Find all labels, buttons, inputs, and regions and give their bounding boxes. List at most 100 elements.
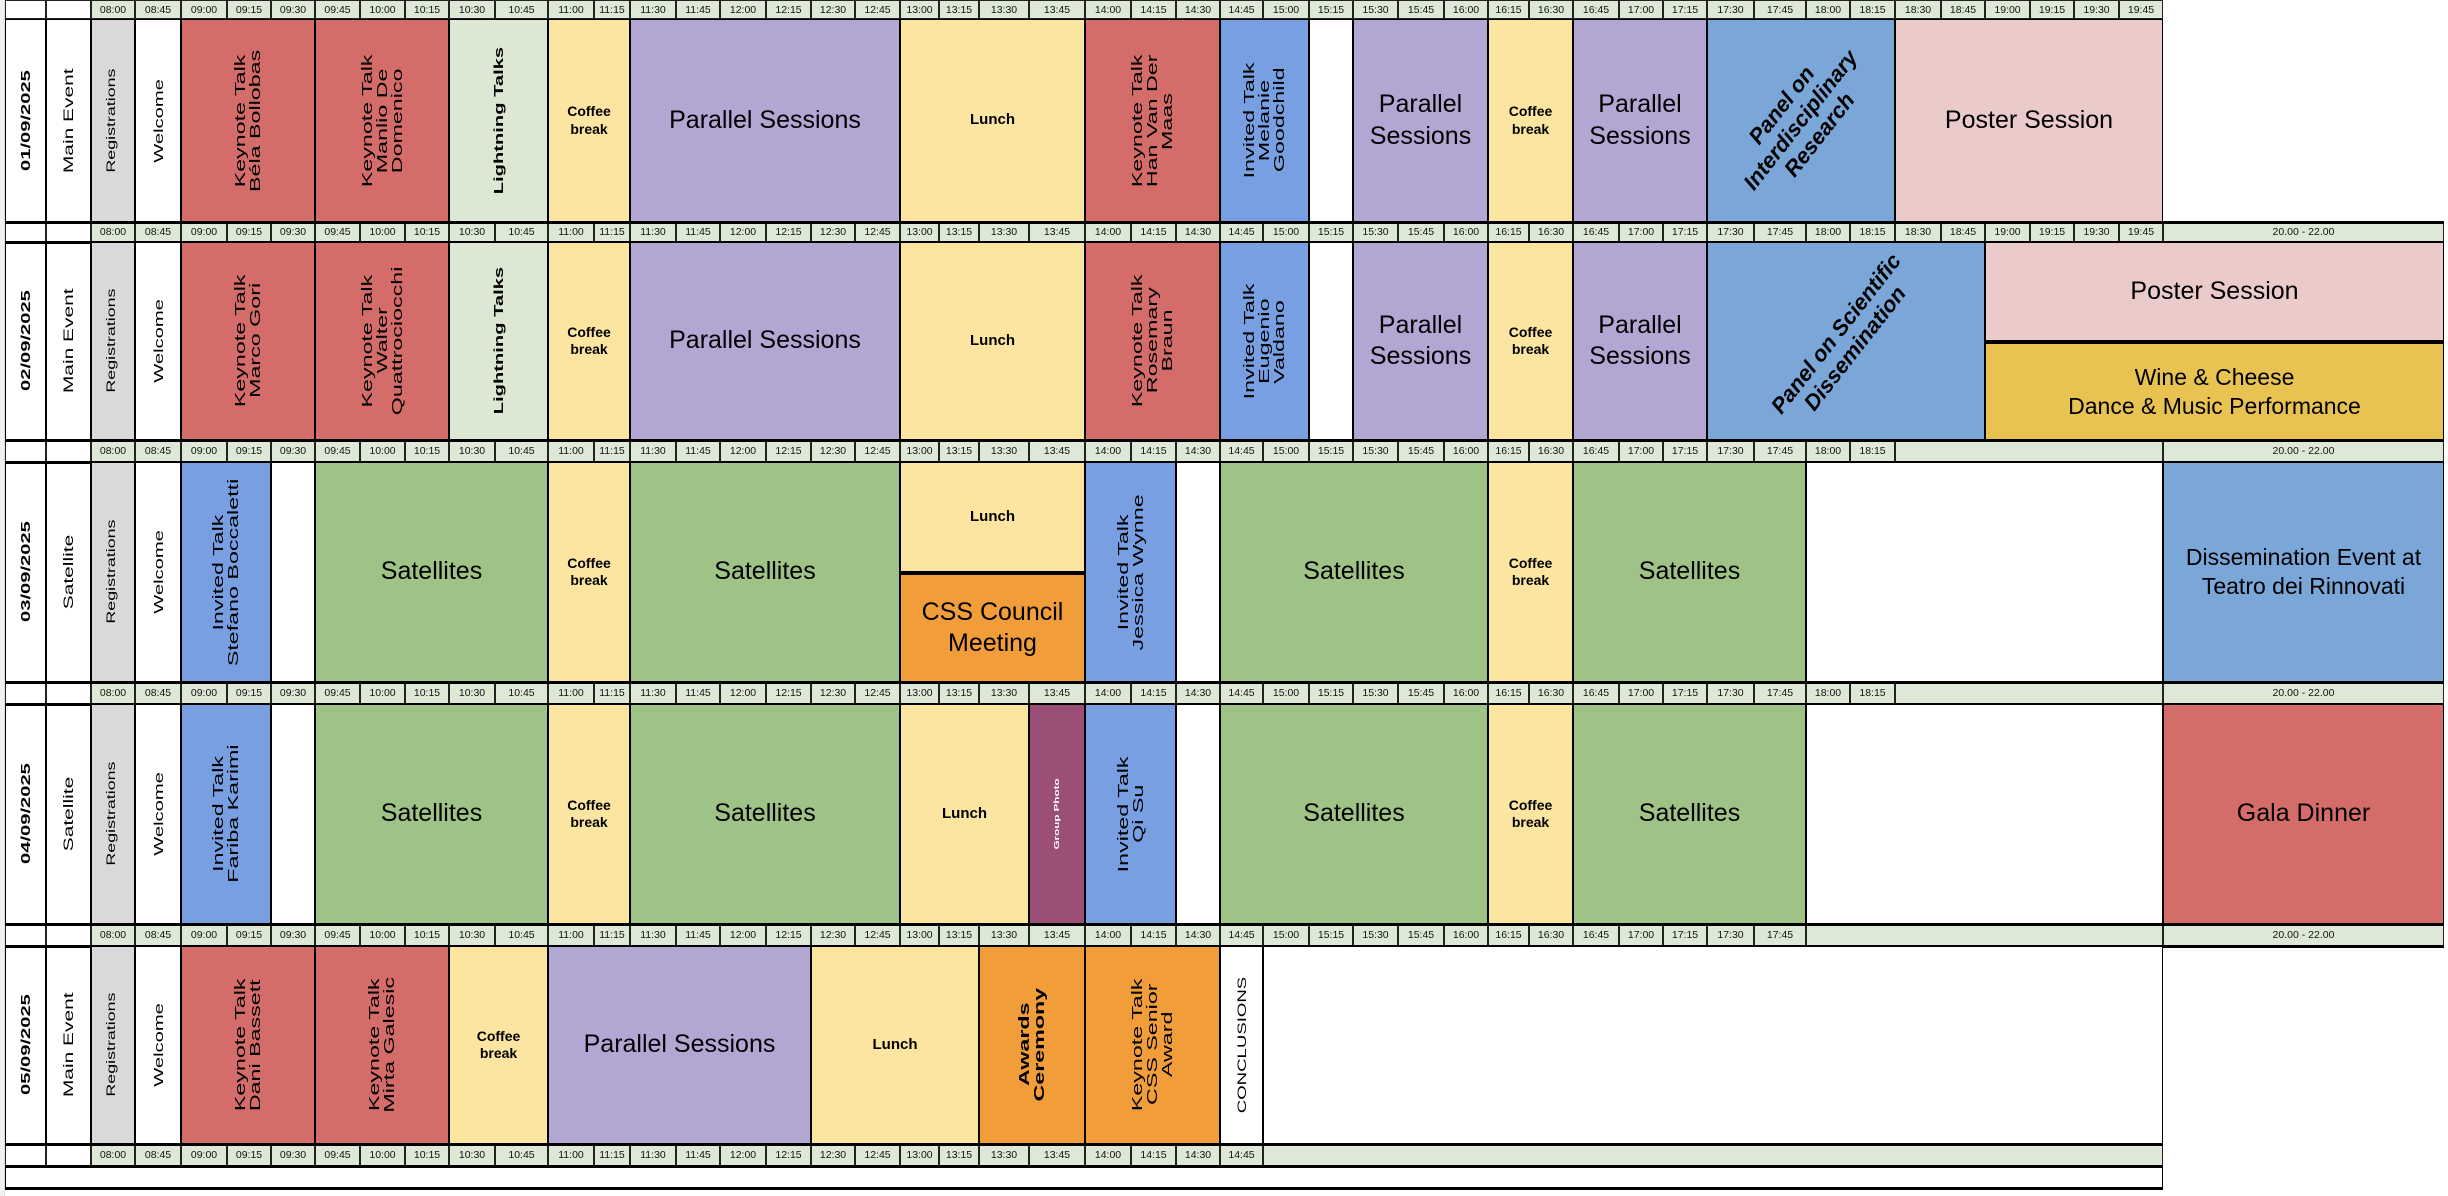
time-slot-header[interactable]: 14:30 <box>1176 222 1220 242</box>
time-slot-header[interactable]: 13:15 <box>939 1144 979 1166</box>
time-slot-header[interactable]: 10:45 <box>495 924 548 946</box>
evening-slot-header[interactable]: 20.00 - 22.00 <box>2163 924 2444 946</box>
time-slot-header-blank[interactable] <box>1895 440 2163 462</box>
time-slot-header[interactable]: 17:30 <box>1707 682 1754 704</box>
event-parallel[interactable]: Parallel Sessions <box>630 242 900 440</box>
time-slot-header[interactable]: 10:00 <box>360 1144 405 1166</box>
time-slot-header[interactable]: 14:15 <box>1131 924 1176 946</box>
time-slot-header[interactable]: 11:00 <box>548 440 594 462</box>
event-panel[interactable]: Panel on Scientific Dissemination <box>1707 242 1985 440</box>
time-slot-header[interactable]: 08:00 <box>91 924 135 946</box>
event-coffee[interactable]: Coffee break <box>1488 19 1573 222</box>
time-slot-header[interactable]: 16:30 <box>1529 682 1573 704</box>
time-slot-header[interactable]: 16:15 <box>1488 0 1529 19</box>
blank-footer-row[interactable] <box>5 1166 2163 1188</box>
time-slot-header[interactable]: 09:00 <box>181 682 227 704</box>
time-slot-header[interactable]: 13:45 <box>1029 0 1085 19</box>
event-dissemination[interactable]: Dissemination Event at Teatro dei Rinnov… <box>2163 462 2444 682</box>
time-slot-header[interactable]: 14:00 <box>1085 1144 1131 1166</box>
event-parallel[interactable]: Parallel Sessions <box>1353 19 1488 222</box>
time-slot-header[interactable]: 15:30 <box>1353 682 1398 704</box>
time-slot-header[interactable]: 18:15 <box>1850 222 1895 242</box>
time-slot-header[interactable]: 10:15 <box>405 1144 449 1166</box>
time-slot-header[interactable]: 14:15 <box>1131 1144 1176 1166</box>
evening-slot-header[interactable]: 20.00 - 22.00 <box>2163 682 2444 704</box>
time-slot-header[interactable]: 15:45 <box>1398 0 1444 19</box>
time-slot-header[interactable]: 13:30 <box>979 1144 1029 1166</box>
time-slot-header[interactable]: 16:30 <box>1529 222 1573 242</box>
time-slot-header[interactable]: 12:15 <box>766 440 811 462</box>
event-satellite[interactable]: Satellites <box>630 462 900 682</box>
time-slot-header[interactable]: 16:00 <box>1444 440 1488 462</box>
time-slot-header[interactable]: 09:15 <box>227 222 271 242</box>
event-empty[interactable] <box>1309 242 1353 440</box>
time-slot-header[interactable]: 09:45 <box>315 0 360 19</box>
time-slot-header[interactable]: 10:30 <box>449 924 495 946</box>
day-type-cell[interactable]: Satellite <box>46 704 91 924</box>
time-slot-header[interactable]: 18:15 <box>1850 440 1895 462</box>
time-slot-header[interactable]: 17:00 <box>1619 682 1663 704</box>
time-slot-header[interactable]: 11:30 <box>630 0 676 19</box>
time-slot-header[interactable]: 11:15 <box>594 924 630 946</box>
day-type-cell[interactable]: Satellite <box>46 462 91 682</box>
time-slot-header[interactable]: 11:15 <box>594 682 630 704</box>
time-slot-header[interactable]: 12:15 <box>766 924 811 946</box>
time-slot-header[interactable]: 10:15 <box>405 440 449 462</box>
time-slot-header[interactable]: 09:30 <box>271 1144 315 1166</box>
time-slot-header[interactable]: 12:30 <box>811 440 855 462</box>
event-coffee[interactable]: Coffee break <box>548 19 630 222</box>
time-slot-header[interactable]: 10:45 <box>495 222 548 242</box>
event-parallel[interactable]: Parallel Sessions <box>1353 242 1488 440</box>
time-slot-header[interactable]: 12:00 <box>720 440 766 462</box>
time-slot-header[interactable]: 18:15 <box>1850 682 1895 704</box>
event-welcome[interactable]: Welcome <box>135 946 181 1144</box>
time-slot-header[interactable]: 13:30 <box>979 440 1029 462</box>
time-slot-header[interactable]: 14:15 <box>1131 440 1176 462</box>
event-empty[interactable] <box>271 704 315 924</box>
time-slot-header[interactable]: 15:15 <box>1309 682 1353 704</box>
time-slot-header[interactable]: 12:15 <box>766 0 811 19</box>
time-slot-header[interactable]: 08:45 <box>135 0 181 19</box>
time-slot-header[interactable]: 12:00 <box>720 0 766 19</box>
event-parallel[interactable]: Parallel Sessions <box>548 946 811 1144</box>
time-slot-header-blank[interactable] <box>1806 924 2163 946</box>
time-slot-header[interactable]: 19:00 <box>1985 222 2030 242</box>
time-slot-header[interactable]: 09:45 <box>315 682 360 704</box>
time-slot-header[interactable]: 17:45 <box>1754 0 1806 19</box>
time-slot-header[interactable]: 16:15 <box>1488 222 1529 242</box>
time-slot-header[interactable]: 12:15 <box>766 222 811 242</box>
event-coffee[interactable]: Coffee break <box>449 946 548 1144</box>
time-slot-header[interactable]: 09:30 <box>271 682 315 704</box>
time-slot-header[interactable]: 12:00 <box>720 222 766 242</box>
time-slot-header[interactable]: 15:00 <box>1263 924 1309 946</box>
time-slot-header[interactable]: 16:15 <box>1488 440 1529 462</box>
time-slot-header[interactable]: 11:45 <box>676 0 720 19</box>
time-slot-header[interactable]: 10:00 <box>360 924 405 946</box>
time-slot-header[interactable]: 11:15 <box>594 1144 630 1166</box>
time-slot-header[interactable]: 14:45 <box>1220 924 1263 946</box>
evening-slot-header[interactable]: 20.00 - 22.00 <box>2163 440 2444 462</box>
time-slot-header[interactable]: 15:30 <box>1353 440 1398 462</box>
time-slot-header[interactable]: 09:30 <box>271 0 315 19</box>
time-slot-header[interactable]: 09:00 <box>181 222 227 242</box>
event-keynote[interactable]: Keynote Talk Manlio De Domenico <box>315 19 449 222</box>
event-coffee[interactable]: Coffee break <box>1488 462 1573 682</box>
event-awards[interactable]: Awards Ceremony <box>979 946 1085 1144</box>
event-panel[interactable]: Panel on Interdisciplinary Research <box>1707 19 1895 222</box>
time-slot-header[interactable]: 16:45 <box>1573 222 1619 242</box>
time-slot-header[interactable]: 11:00 <box>548 682 594 704</box>
time-slot-header[interactable]: 19:30 <box>2074 222 2119 242</box>
time-slot-header[interactable]: 13:00 <box>900 440 939 462</box>
time-slot-header[interactable]: 11:45 <box>676 222 720 242</box>
event-invited[interactable]: Invited Talk Stefano Boccaletti <box>181 462 271 682</box>
event-satellite[interactable]: Satellites <box>630 704 900 924</box>
time-slot-header[interactable]: 18:30 <box>1895 222 1941 242</box>
event-welcome[interactable]: Welcome <box>135 704 181 924</box>
time-slot-header[interactable]: 13:45 <box>1029 682 1085 704</box>
time-slot-header[interactable]: 12:30 <box>811 682 855 704</box>
time-slot-header[interactable]: 13:00 <box>900 682 939 704</box>
time-slot-header[interactable]: 10:45 <box>495 682 548 704</box>
time-slot-header[interactable]: 10:30 <box>449 222 495 242</box>
time-slot-header[interactable]: 14:00 <box>1085 222 1131 242</box>
time-slot-header[interactable]: 19:45 <box>2119 222 2163 242</box>
